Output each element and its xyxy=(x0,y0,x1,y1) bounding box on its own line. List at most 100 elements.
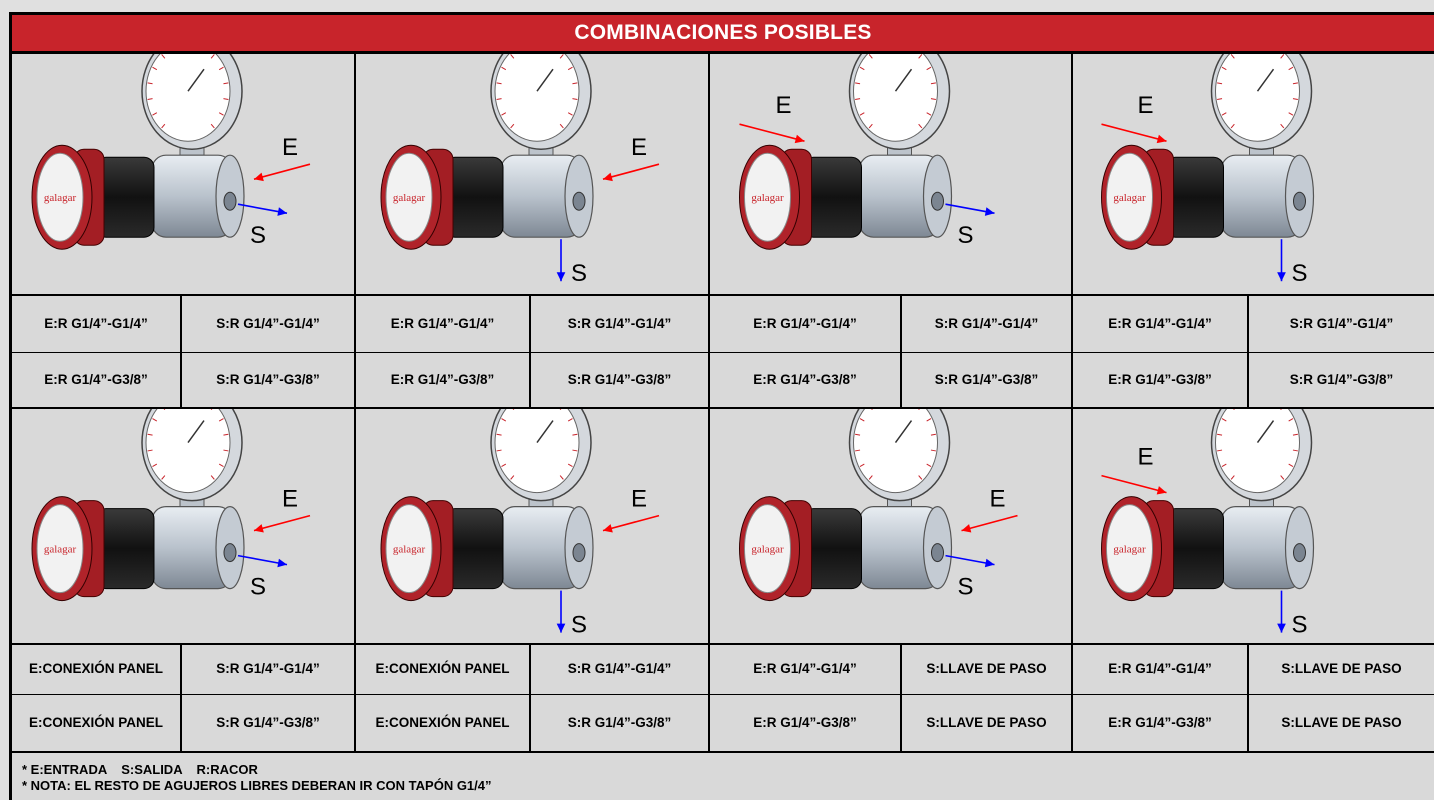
entry-spec: E:R G1/4”-G3/8” xyxy=(12,353,182,409)
brand-logo: galagar xyxy=(751,544,784,556)
entry-arrow-head xyxy=(254,172,264,182)
regulator-drawing: galagar xyxy=(739,409,953,602)
footnote-legend: * E:ENTRADA S:SALIDA R:RACOR xyxy=(22,762,258,777)
entry-letter: E xyxy=(282,486,298,513)
exit-arrow-head xyxy=(1277,623,1286,633)
entry-arrow-head xyxy=(603,172,613,182)
exit-letter: S xyxy=(958,222,974,249)
exit-spec: S:R G1/4”-G1/4” xyxy=(1249,296,1434,353)
footnote-note: * NOTA: EL RESTO DE AGUJEROS LIBRES DEBE… xyxy=(22,778,492,793)
entry-arrow xyxy=(602,514,660,532)
entry-letter: E xyxy=(1138,92,1154,119)
entry-spec: E:R G1/4”-G3/8” xyxy=(1073,353,1249,409)
entry-arrow xyxy=(961,514,1018,532)
entry-letter: E xyxy=(631,134,647,161)
brand-logo: galagar xyxy=(44,192,77,204)
regulator-drawing: galagar xyxy=(31,54,245,250)
brand-logo: galagar xyxy=(751,192,784,204)
exit-arrow-head xyxy=(556,272,566,282)
flow-arrows: ES xyxy=(945,486,1018,601)
entry-spec: E:R G1/4”-G1/4” xyxy=(356,296,531,353)
exit-letter: S xyxy=(1292,612,1308,639)
exit-letter: S xyxy=(958,574,974,601)
brand-logo: galagar xyxy=(1113,544,1146,556)
flow-arrows: ES xyxy=(1101,92,1308,287)
exit-spec: S:R G1/4”-G1/4” xyxy=(531,645,710,695)
brand-logo: galagar xyxy=(393,544,426,556)
entry-spec: E:R G1/4”-G1/4” xyxy=(1073,645,1249,695)
exit-letter: S xyxy=(250,574,266,601)
entry-spec: E:CONEXIÓN PANEL xyxy=(356,645,531,695)
exit-letter: S xyxy=(571,612,587,639)
entry-letter: E xyxy=(1138,444,1154,471)
exit-spec: S:R G1/4”-G3/8” xyxy=(182,353,356,409)
exit-spec: S:R G1/4”-G1/4” xyxy=(531,296,710,353)
regulator-drawing: galagar xyxy=(380,54,594,250)
entry-arrow xyxy=(253,163,311,180)
entry-spec: E:CONEXIÓN PANEL xyxy=(356,695,531,753)
exit-spec: S:R G1/4”-G1/4” xyxy=(182,296,356,353)
exit-spec: S:R G1/4”-G3/8” xyxy=(1249,353,1434,409)
entry-spec: E:R G1/4”-G1/4” xyxy=(710,296,902,353)
regulator-drawing: galagar xyxy=(739,54,953,250)
flow-arrows: ES xyxy=(237,134,311,249)
exit-arrow-head xyxy=(984,558,995,568)
entry-spec: E:R G1/4”-G3/8” xyxy=(710,353,902,409)
entry-arrow-head xyxy=(961,524,972,533)
footnotes: * E:ENTRADA S:SALIDA R:RACOR * NOTA: EL … xyxy=(22,762,1422,794)
entry-letter: E xyxy=(631,486,647,513)
entry-letter: E xyxy=(990,486,1006,513)
flow-arrows: ES xyxy=(556,486,660,639)
entry-letter: E xyxy=(776,92,792,119)
exit-spec: S:R G1/4”-G3/8” xyxy=(182,695,356,753)
entry-arrow xyxy=(602,163,660,180)
regulator-drawing: galagar xyxy=(380,409,594,602)
exit-spec: S:LLAVE DE PASO xyxy=(1249,695,1434,753)
exit-spec: S:R G1/4”-G3/8” xyxy=(531,695,710,753)
flow-arrows: ES xyxy=(1101,444,1308,639)
exit-arrow-head xyxy=(277,207,287,216)
exit-arrow-head xyxy=(1277,272,1286,282)
flow-arrows: ES xyxy=(237,486,311,601)
entry-arrow xyxy=(1101,474,1167,494)
exit-spec: S:R G1/4”-G1/4” xyxy=(902,296,1073,353)
entry-spec: E:R G1/4”-G3/8” xyxy=(1073,695,1249,753)
entry-spec: E:R G1/4”-G1/4” xyxy=(1073,296,1249,353)
exit-spec: S:LLAVE DE PASO xyxy=(902,695,1073,753)
exit-letter: S xyxy=(250,222,266,249)
brand-logo: galagar xyxy=(1113,192,1146,204)
entry-spec: E:R G1/4”-G1/4” xyxy=(710,645,902,695)
entry-arrow-head xyxy=(603,524,613,533)
flow-arrows: ES xyxy=(739,92,995,249)
entry-arrow-head xyxy=(1156,486,1167,495)
brand-logo: galagar xyxy=(393,192,426,204)
entry-spec: E:CONEXIÓN PANEL xyxy=(12,645,182,695)
exit-letter: S xyxy=(1292,260,1308,287)
entry-arrow-head xyxy=(1156,134,1167,144)
entry-arrow xyxy=(253,514,311,532)
exit-spec: S:R G1/4”-G3/8” xyxy=(902,353,1073,409)
table-title: COMBINACIONES POSIBLES xyxy=(12,15,1434,54)
exit-arrow-head xyxy=(277,558,287,568)
exit-letter: S xyxy=(571,260,587,287)
flow-arrows: ES xyxy=(556,134,660,287)
regulator-drawing: galagar xyxy=(1101,409,1315,602)
exit-spec: S:R G1/4”-G3/8” xyxy=(531,353,710,409)
exit-arrow-head xyxy=(556,623,566,633)
entry-arrow-head xyxy=(254,524,264,533)
entry-arrow xyxy=(1101,123,1167,142)
entry-arrow-head xyxy=(794,134,805,144)
brand-logo: galagar xyxy=(44,544,77,556)
entry-letter: E xyxy=(282,134,298,161)
entry-spec: E:R G1/4”-G3/8” xyxy=(710,695,902,753)
entry-spec: E:R G1/4”-G3/8” xyxy=(356,353,531,409)
exit-arrow-head xyxy=(984,207,995,216)
entry-spec: E:R G1/4”-G1/4” xyxy=(12,296,182,353)
